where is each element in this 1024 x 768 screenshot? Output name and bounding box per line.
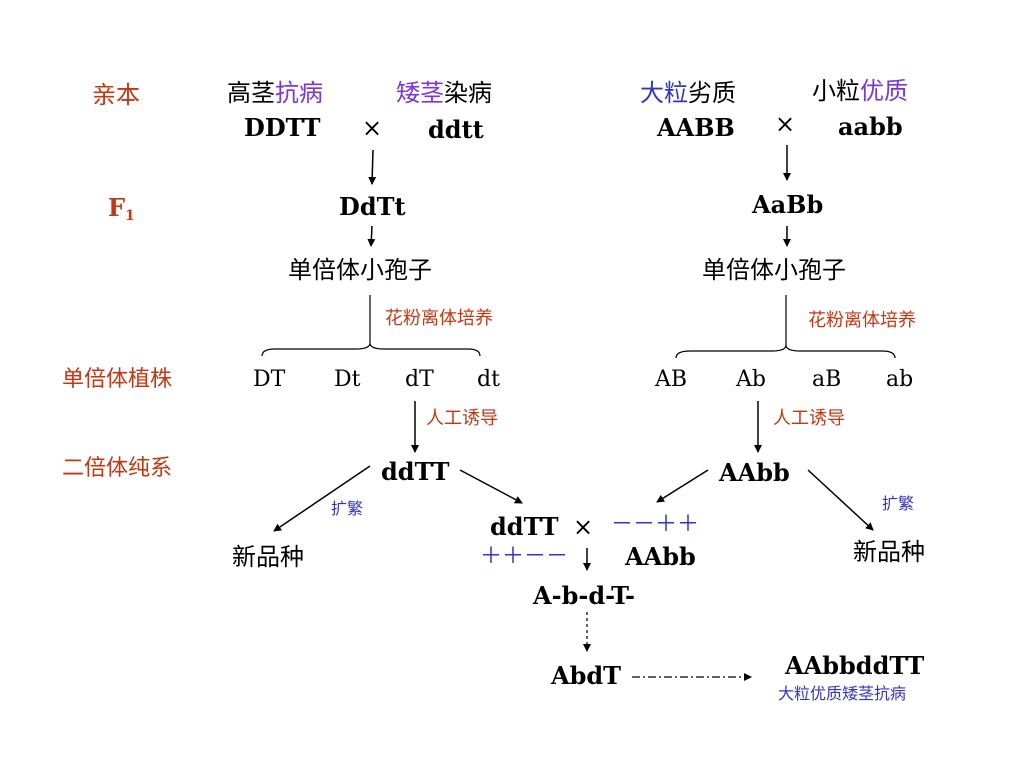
center-marks-bottom: ＋＋－－ [480,544,569,569]
left-microspore-label: 单倍体小孢子 [288,256,432,284]
right-cross-sign: × [775,110,796,138]
right-haploid-2: Ab [736,367,766,392]
right-haploid-3: aB [812,367,842,392]
right-parent1-genotype: AABB [657,113,735,142]
left-expand-label: 扩繁 [331,499,364,518]
center-marks-top: －－＋＋ [611,512,700,537]
left-culture-label: 花粉离体培养 [385,308,493,329]
right-parent2-trait-quality: 优质 [860,77,908,105]
row-label-f1-sub: 1 [125,208,135,224]
brace-left [261,342,481,357]
left-haploid-3: dT [405,367,434,392]
left-parent2-trait-stem: 矮茎 [396,79,444,107]
center-cross-left-genotype: ddTT [490,512,559,541]
left-cross-sign: × [362,114,383,142]
arrow-right-to-cross [656,469,709,503]
left-parent2-genotype: ddtt [428,115,484,144]
row-label-haploid-plants: 单倍体植株 [62,367,173,392]
arrow-left-f1-to-microspore [367,225,376,247]
center-selected-genotype: AbdT [551,661,622,690]
arrow-left-to-new-variety [273,465,371,532]
right-f1-genotype: AaBb [752,190,824,219]
right-expand-label: 扩繁 [882,494,915,513]
right-parent2-label: 小粒优质 [812,79,908,103]
row-label-f1: F1 [108,193,135,224]
left-parent1-trait-resistance: 抗病 [275,79,323,107]
right-parent1-label: 大粒劣质 [640,81,736,105]
center-offspring-genotype: A-b-d-T- [533,581,635,610]
center-final-description: 大粒优质矮茎抗病 [778,684,907,703]
right-microspore-label: 单倍体小孢子 [702,256,846,284]
right-new-variety: 新品种 [853,538,925,566]
center-final-genotype: AAbbddTT [785,651,925,680]
arrow-right-to-new-variety [807,469,874,531]
arrow-left-to-cross [459,469,523,504]
right-haploid-1: AB [655,367,688,392]
left-f1-genotype: DdTt [339,192,406,221]
left-parent2-trait-disease: 染病 [444,79,492,107]
left-induce-label: 人工诱导 [426,408,498,429]
right-parent1-trait-quality: 劣质 [688,79,736,107]
row-label-f1-main: F [108,193,126,222]
center-cross-right-genotype: AAbb [625,542,696,571]
left-parent1-genotype: DDTT [244,113,321,142]
right-haploid-4: ab [886,367,914,392]
arrow-left-parents-to-f1 [368,149,377,185]
right-parent1-trait-size: 大粒 [640,79,688,107]
right-parent2-trait-size: 小粒 [812,77,860,105]
left-pure-genotype: ddTT [381,457,450,486]
right-parent2-genotype: aabb [838,112,903,141]
left-parent1-trait-stem: 高茎 [227,79,275,107]
left-haploid-1: DT [253,367,286,392]
left-parent1-label: 高茎抗病 [227,81,323,105]
right-pure-genotype: AAbb [719,458,790,487]
brace-right [675,344,896,359]
left-new-variety: 新品种 [232,543,304,571]
right-induce-label: 人工诱导 [773,408,845,429]
left-haploid-2: Dt [334,367,361,392]
right-culture-label: 花粉离体培养 [808,310,916,331]
row-label-diploid-pure: 二倍体纯系 [62,456,173,481]
row-label-parents: 亲本 [92,81,140,109]
left-haploid-4: dt [477,367,500,392]
left-parent2-label: 矮茎染病 [396,81,492,105]
center-cross-sign: × [573,513,594,541]
